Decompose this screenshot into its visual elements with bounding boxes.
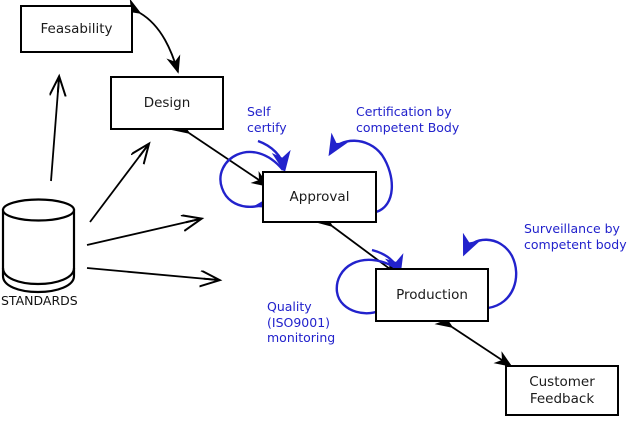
node-customer-feedback[interactable]: Customer Feedback: [505, 365, 619, 416]
node-standards-label: STANDARDS: [1, 293, 78, 308]
edge-standards-production: [86, 267, 218, 280]
edge-standards-design: [89, 145, 148, 223]
node-design-label: Design: [143, 94, 191, 111]
standards-cylinder: [1, 198, 76, 294]
loop-surveillance: [462, 232, 518, 310]
node-production-label: Production: [396, 286, 468, 303]
annotation-surveillance: Surveillance by competent body: [524, 221, 627, 252]
annotation-certification: Certification by competent Body: [356, 104, 460, 135]
node-customer-feedback-label: Customer Feedback: [529, 373, 595, 407]
node-feasability-label: Feasability: [40, 20, 113, 37]
edge-feasability-design: [122, 0, 181, 74]
annotation-self-certify: Self certify: [247, 104, 287, 135]
node-design[interactable]: Design: [110, 76, 224, 130]
edge-standards-approval: [86, 219, 200, 246]
node-production[interactable]: Production: [375, 268, 489, 322]
loop-self-certify: [219, 139, 291, 219]
node-feasability[interactable]: Feasability: [20, 5, 133, 53]
annotation-quality: Quality (ISO9001) monitoring: [267, 299, 336, 345]
loop-certification: [328, 132, 394, 214]
node-approval-label: Approval: [289, 188, 350, 205]
edge-standards-feasability: [51, 78, 59, 182]
edge-production-customer-feedback: [434, 312, 513, 367]
node-approval[interactable]: Approval: [262, 171, 377, 223]
